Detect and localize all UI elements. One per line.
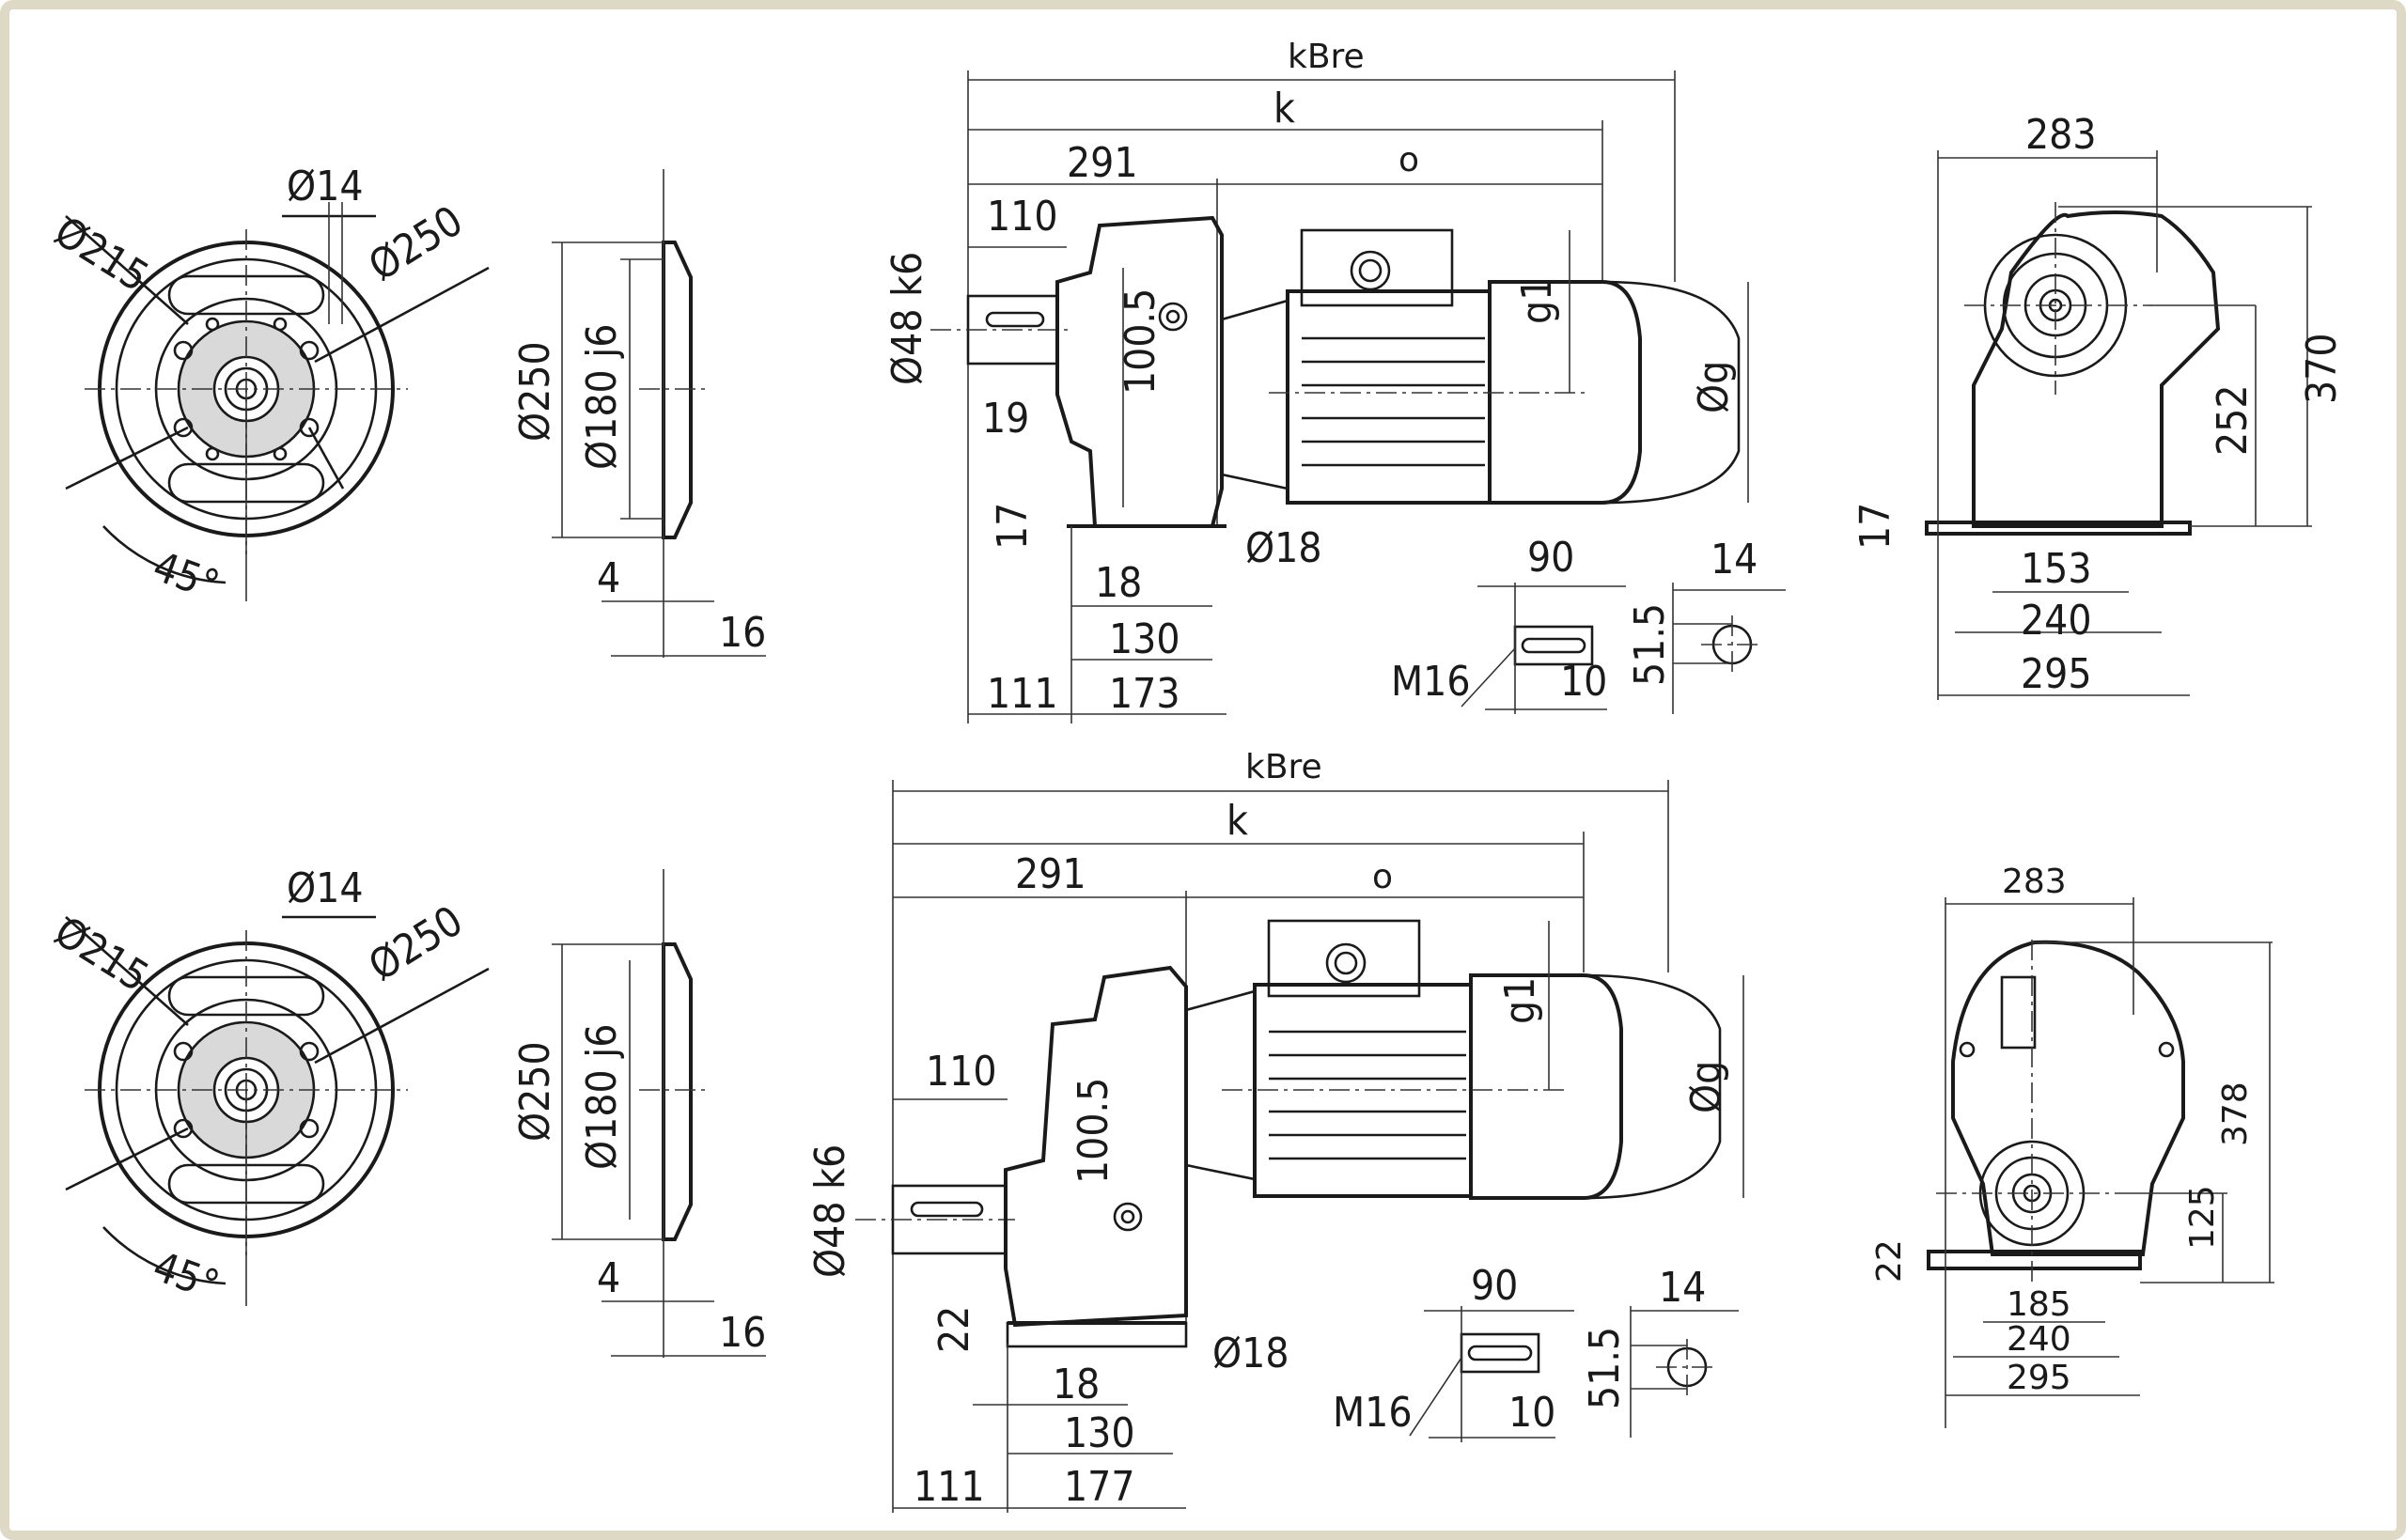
dim-110-bottom: 110 (926, 1048, 997, 1096)
dim-shaft-foot-bottom: 111 (914, 1463, 985, 1511)
flange-side-view-top: Ø250 Ø180 j6 4 16 (511, 169, 766, 658)
shaft-detail-bottom: 90 M16 10 14 51.5 (1333, 1262, 1739, 1442)
dim-kbre-bottom: kBre (1245, 748, 1322, 786)
dim-k-top: k (1273, 85, 1295, 132)
dim-end-height-top: 370 (2298, 333, 2346, 404)
dim-side-spigot: Ø180 j6 (578, 324, 626, 470)
dim-o-top: o (1398, 141, 1419, 179)
dim-side-thickness-b-b: 16 (719, 1309, 766, 1357)
dim-110-top: 110 (987, 193, 1058, 241)
dim-thread-bottom: M16 (1333, 1389, 1413, 1437)
dim-foot-gap-bottom: 18 (1053, 1361, 1100, 1408)
dim-k-bottom: k (1226, 797, 1248, 845)
side-view-top: kBre k 291 o 110 Ø48 k6 100.5 19 17 18 Ø… (883, 38, 1749, 723)
dim-key-len-top: 90 (1527, 534, 1574, 582)
dim-motor-dia-bottom: Øg (1682, 1061, 1730, 1113)
dim-key-len-bottom: 90 (1471, 1262, 1518, 1310)
dim-flange-hole: Ø14 (287, 163, 364, 210)
dim-flange-angle: 45° (147, 542, 225, 610)
dim-side-spigot-b: Ø180 j6 (578, 1024, 626, 1170)
dim-end-axis-top: 252 (2209, 384, 2257, 456)
flange-side-view-bottom: Ø250 Ø180 j6 4 16 (511, 869, 766, 1358)
dim-flange-diameter-b: Ø250 (361, 897, 472, 991)
dim-foot-span-bottom: 130 (1064, 1409, 1135, 1457)
flange-face-view-bottom: Ø215 Ø14 Ø250 45° (46, 864, 490, 1310)
dim-291-bottom: 291 (1015, 850, 1086, 898)
dim-o-bottom: o (1372, 858, 1393, 896)
dim-end-width-bottom: 283 (2002, 863, 2067, 901)
dim-flange-diameter: Ø250 (361, 197, 472, 291)
dim-foot-len-top: 173 (1109, 670, 1180, 718)
dim-key-off-bottom: 10 (1508, 1389, 1555, 1437)
dim-end-foot-bottom: 22 (1870, 1239, 1909, 1283)
dim-foot-gap-top: 18 (1095, 559, 1142, 607)
dim-end-holes-top: 240 (2021, 597, 2092, 645)
side-view-bottom: kBre k 291 o 110 Ø48 k6 100.5 22 18 Ø18 … (806, 748, 1744, 1513)
dim-foot-h-top: 17 (989, 503, 1037, 550)
dim-kbre-top: kBre (1288, 38, 1365, 76)
dim-foot-h-bottom: 22 (930, 1306, 978, 1353)
dim-end-height-bottom: 378 (2216, 1081, 2255, 1146)
dim-shaft-height-top: 100.5 (1117, 288, 1164, 395)
dim-offset-top: 19 (982, 395, 1029, 443)
dim-foot-len-bottom: 177 (1064, 1463, 1135, 1511)
flange-face-view-top: Ø215 Ø14 Ø250 45° (46, 163, 490, 610)
dim-flange-hole-b: Ø14 (287, 864, 364, 912)
dim-shaft-foot-top: 111 (987, 670, 1058, 718)
dim-flange-angle-b: 45° (147, 1242, 225, 1310)
dim-291-top: 291 (1067, 139, 1138, 187)
dim-key-w-bottom: 14 (1659, 1264, 1706, 1312)
dim-key-h-bottom: 51.5 (1581, 1327, 1629, 1409)
dim-side-flange-diameter: Ø250 (511, 341, 559, 442)
end-view-bottom: 283 378 125 22 185 240 295 (1870, 863, 2274, 1428)
dim-key-h-top: 51.5 (1626, 603, 1674, 686)
dim-motor-dia-top: Øg (1690, 361, 1738, 413)
dim-shaft-dia-bottom: Ø48 k6 (806, 1144, 854, 1278)
dim-side-thickness-b: 16 (719, 609, 766, 657)
dim-key-off-top: 10 (1560, 658, 1607, 706)
dim-motor-box-top: g1 (1513, 277, 1561, 324)
dim-shaft-dia-top: Ø48 k6 (883, 252, 931, 385)
dim-end-inner-bottom: 185 (2007, 1285, 2071, 1324)
dim-thread-top: M16 (1391, 658, 1471, 706)
dim-end-base-bottom: 295 (2007, 1359, 2071, 1397)
dim-foot-hole-bottom: Ø18 (1212, 1330, 1289, 1377)
dim-key-w-top: 14 (1711, 536, 1758, 583)
dim-shaft-height-bottom: 100.5 (1070, 1078, 1117, 1184)
dim-side-thickness-a: 4 (597, 554, 620, 602)
end-view-top: 283 370 252 17 153 240 295 (1851, 111, 2346, 700)
dim-end-base-top: 295 (2021, 650, 2092, 698)
dim-foot-span-top: 130 (1109, 615, 1180, 663)
dim-side-flange-diameter-b: Ø250 (511, 1041, 559, 1142)
dim-end-axis-bottom: 125 (2183, 1185, 2222, 1250)
dim-end-foot-top: 17 (1851, 503, 1899, 550)
shaft-detail-top: 90 M16 10 14 51.5 (1391, 534, 1786, 714)
dim-foot-hole-top: Ø18 (1245, 524, 1322, 572)
dim-end-width-top: 283 (2025, 111, 2097, 159)
dim-side-thickness-a-b: 4 (597, 1254, 620, 1302)
dim-motor-box-bottom: g1 (1496, 977, 1544, 1024)
dim-end-inner-top: 153 (2021, 545, 2092, 593)
dim-end-holes-bottom: 240 (2007, 1320, 2071, 1359)
